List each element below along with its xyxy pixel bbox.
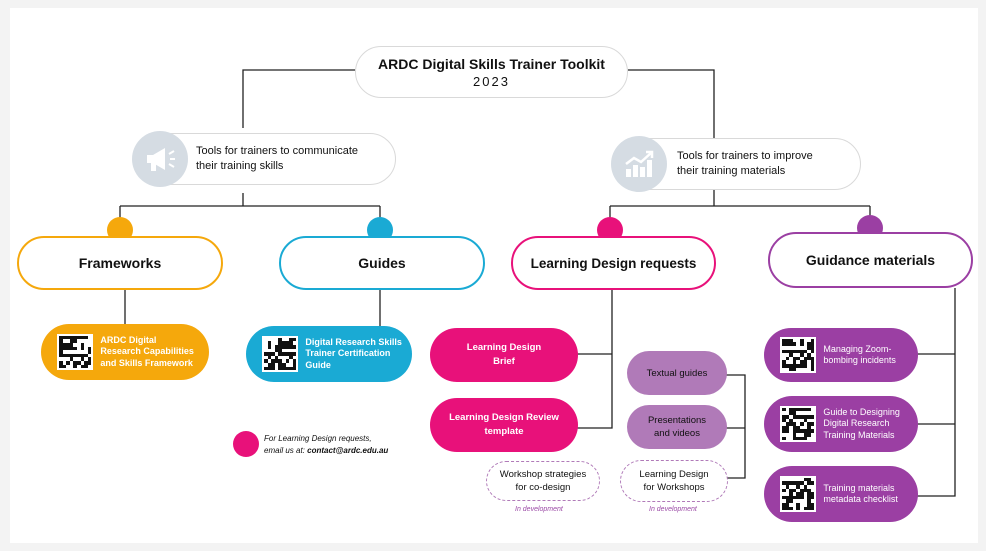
megaphone-icon <box>132 131 188 187</box>
ld-review-button[interactable]: Learning Design Review template <box>430 398 578 452</box>
growth-chart-icon <box>611 136 667 192</box>
contact-line-1: For Learning Design requests, <box>264 434 372 443</box>
zoom-bombing-label: Managing Zoom-bombing incidents <box>823 343 896 366</box>
communicate-box: Tools for trainers to communicate their … <box>132 131 396 187</box>
toolkit-title: ARDC Digital Skills Trainer Toolkit 2023 <box>355 46 628 98</box>
qr-code-icon <box>780 405 817 443</box>
metadata-checklist-card[interactable]: Training materials metadata checklist <box>764 466 918 522</box>
qr-code-icon <box>57 333 94 371</box>
frameworks-category[interactable]: Frameworks <box>17 236 223 290</box>
workshop-strategies[interactable]: Workshop strategies for co-design <box>486 461 600 501</box>
title-line-2: 2023 <box>473 73 510 89</box>
communicate-text: Tools for trainers to communicate their … <box>196 145 359 172</box>
metadata-checklist-label: Training materials metadata checklist <box>823 482 898 505</box>
guide-designing-card[interactable]: Guide to Designing Digital Research Trai… <box>764 396 918 452</box>
presentations-videos-button[interactable]: Presentations and videos <box>627 405 727 449</box>
in-development-note: In development <box>649 506 697 513</box>
qr-code-icon <box>780 475 817 513</box>
title-line-1: ARDC Digital Skills Trainer Toolkit <box>378 55 605 72</box>
contact-prefix: email us at: <box>264 446 308 455</box>
textual-guides-button[interactable]: Textual guides <box>627 351 727 395</box>
contact-note: For Learning Design requests, email us a… <box>264 433 388 457</box>
framework-card-label: ARDC Digital Research Capabilities and S… <box>100 334 194 368</box>
guide-designing-label: Guide to Designing Digital Research Trai… <box>823 406 900 440</box>
zoom-bombing-card[interactable]: Managing Zoom-bombing incidents <box>764 328 918 382</box>
ld-requests-category[interactable]: Learning Design requests <box>511 236 716 290</box>
in-development-note: In development <box>515 506 563 513</box>
guides-category[interactable]: Guides <box>279 236 485 290</box>
guidance-category[interactable]: Guidance materials <box>768 232 973 288</box>
contact-email[interactable]: contact@ardc.edu.au <box>307 446 389 455</box>
diagram-canvas: ARDC Digital Skills Trainer Toolkit 2023… <box>10 8 978 543</box>
contact-dot <box>233 431 259 457</box>
guide-card[interactable]: Digital Research Skills Trainer Certific… <box>246 326 412 382</box>
qr-code-icon <box>780 336 817 374</box>
ld-brief-button[interactable]: Learning Design Brief <box>430 328 578 382</box>
improve-text: Tools for trainers to improve their trai… <box>677 150 813 177</box>
connector-lines <box>119 69 956 497</box>
ld-workshops[interactable]: Learning Design for Workshops <box>620 460 728 502</box>
improve-box: Tools for trainers to improve their trai… <box>611 136 861 192</box>
guide-card-label: Digital Research Skills Trainer Certific… <box>305 336 402 370</box>
framework-card[interactable]: ARDC Digital Research Capabilities and S… <box>41 324 209 380</box>
qr-code-icon <box>262 335 299 373</box>
